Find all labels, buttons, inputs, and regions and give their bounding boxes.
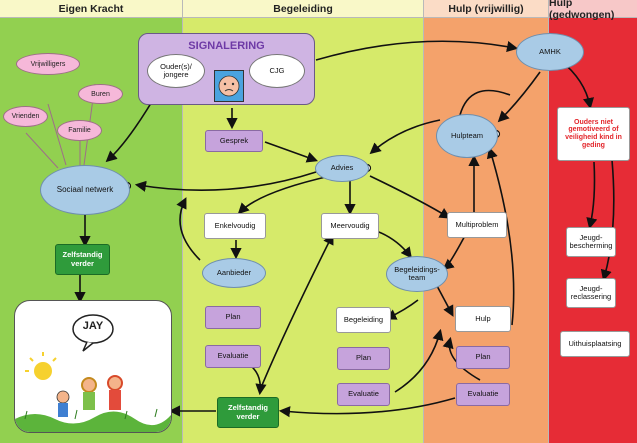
enkelvoudig-node[interactable]: Enkelvoudig <box>204 213 266 239</box>
advies-node[interactable]: Advies <box>315 155 369 182</box>
evaluatie-node-begeleiding-1[interactable]: Evaluatie <box>205 345 261 368</box>
jay-text: JAY <box>82 320 104 332</box>
plan-node-begeleiding-1[interactable]: Plan <box>205 306 261 329</box>
evaluatie-node-begeleiding-2[interactable]: Evaluatie <box>337 383 390 406</box>
signalering-panel: SIGNALERING Ouder(s)/ jongere CJG <box>138 33 315 105</box>
begeleiding-node[interactable]: Begeleiding <box>336 307 391 333</box>
multiproblem-node[interactable]: Multiproblem <box>447 212 507 238</box>
family-drawing: JAY <box>14 300 172 433</box>
meervoudig-node[interactable]: Meervoudig <box>321 213 379 239</box>
evaluatie-node-hulp[interactable]: Evaluatie <box>456 383 510 406</box>
column-header-hulp-gedwongen: Hulp (gedwongen) <box>549 0 637 21</box>
ouders-jongere-node[interactable]: Ouder(s)/ jongere <box>147 54 205 88</box>
column-hulp-gedwongen: Hulp (gedwongen) <box>549 0 637 443</box>
aanbieder-node[interactable]: Aanbieder <box>202 258 266 288</box>
uithuisplaatsing-node[interactable]: Uithuisplaatsing <box>560 331 630 357</box>
jeugdbescherming-node[interactable]: Jeugd-bescherming <box>566 227 616 257</box>
amhk-node[interactable]: AMHK <box>516 33 584 71</box>
jeugdreclassering-node[interactable]: Jeugd-reclassering <box>566 278 616 308</box>
speech-bubble-buren: Buren <box>78 84 123 104</box>
zelfstandig-verder-begeleiding[interactable]: Zelfstandig verder <box>217 397 279 428</box>
zelfstandig-verder-left[interactable]: Zelfstandig verder <box>55 244 110 275</box>
hulp-node[interactable]: Hulp <box>455 306 511 332</box>
column-header-begeleiding: Begeleiding <box>183 0 423 18</box>
column-header-hulp-vrijwillig: Hulp (vrijwillig) <box>424 0 548 18</box>
hulpteam-node[interactable]: Hulpteam <box>436 114 498 158</box>
signalering-title: SIGNALERING <box>188 40 265 52</box>
gesprek-node[interactable]: Gesprek <box>205 130 263 152</box>
column-header-eigen-kracht: Eigen Kracht <box>0 0 182 18</box>
ouders-niet-gemotiveerd-node[interactable]: Ouders niet gemotiveerd of veiligheid ki… <box>557 107 630 161</box>
sociaal-netwerk-node[interactable]: Sociaal netwerk <box>40 165 130 215</box>
speech-bubble-vrijwilligers: Vrijwilligers <box>16 53 80 75</box>
plan-node-begeleiding-2[interactable]: Plan <box>337 347 390 370</box>
family-drawing-art <box>15 314 171 432</box>
plan-node-hulp[interactable]: Plan <box>456 346 510 369</box>
child-face-icon <box>214 70 244 102</box>
speech-bubble-vrienden: Vrienden <box>3 106 48 127</box>
begeleidingsteam-node[interactable]: Begeleidings-team <box>386 256 448 292</box>
speech-bubble-familie: Familie <box>57 120 102 141</box>
cjg-node[interactable]: CJG <box>249 54 305 88</box>
